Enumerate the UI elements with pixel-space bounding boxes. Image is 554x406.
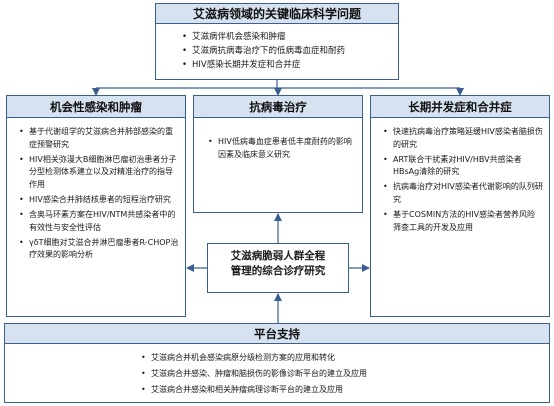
opportunistic-infection-box: 机会性感染和肿瘤 基于代谢组学的艾滋病合并肺部感染的重症预警研究 HIV相关弥漫… [6, 95, 186, 317]
opportunistic-infection-title: 机会性感染和肿瘤 [7, 96, 185, 118]
platform-support-box: 平台支持 艾滋病合并机会感染病原分级检测方案的应用和转化 艾滋病合并感染、肿瘤和… [4, 323, 550, 403]
list-item: ART联合干扰素对HIV/HBV共感染者HBsAg清除的研究 [383, 154, 543, 179]
list-item: γδT细胞对艾滋合并淋巴瘤患者R-CHOP治疗效果的影响分析 [19, 237, 179, 262]
list-item: 抗病毒治疗对HIV感染者代谢影响的队列研究 [383, 181, 543, 206]
list-item: HIV感染长期并发症和合并症 [182, 58, 398, 72]
key-questions-list: 艾滋病伴机会感染和肿瘤 艾滋病抗病毒治疗下的低病毒血症和耐药 HIV感染长期并发… [156, 24, 398, 72]
central-research-line2: 管理的综合诊疗研究 [230, 265, 326, 277]
list-item: HIV低病毒血症患者低丰度耐药的影响因素及临床意义研究 [208, 136, 356, 161]
list-item: 含奥马环素方案在HIV/NTM共感染者中的有效性与安全性评估 [19, 209, 179, 234]
antiviral-therapy-box: 抗病毒治疗 HIV低病毒血症患者低丰度耐药的影响因素及临床意义研究 [193, 95, 363, 213]
list-item: 艾滋病合并感染和相关肿瘤病理诊断平台的建立及应用 [141, 382, 549, 398]
opportunistic-infection-list: 基于代谢组学的艾滋病合并肺部感染的重症预警研究 HIV相关弥漫大B细胞淋巴瘤初治… [7, 118, 185, 262]
list-item: 基于COSMIN方法的HIV感染者营养风险筛查工具的开发及应用 [383, 209, 543, 234]
complications-box: 长期并发症和合并症 快速抗病毒治疗策略延缓HIV感染者脑损伤的研究 ART联合干… [370, 95, 550, 317]
platform-support-title: 平台支持 [5, 324, 549, 344]
list-item: HIV感染合并肺结核患者的短程治疗研究 [19, 194, 179, 207]
complications-list: 快速抗病毒治疗策略延缓HIV感染者脑损伤的研究 ART联合干扰素对HIV/HBV… [371, 118, 549, 234]
list-item: HIV相关弥漫大B细胞淋巴瘤初治患者分子分型检测体系建立以及对精准治疗的指导作用 [19, 154, 179, 192]
antiviral-therapy-list: HIV低病毒血症患者低丰度耐药的影响因素及临床意义研究 [194, 118, 362, 161]
list-item: 艾滋病合并感染、肿瘤和脑损伤的影像诊断平台的建立及应用 [141, 366, 549, 382]
central-research-line1: 艾滋病脆弱人群全程 [230, 250, 326, 262]
list-item: 艾滋病合并机会感染病原分级检测方案的应用和转化 [141, 350, 549, 366]
antiviral-therapy-title: 抗病毒治疗 [194, 96, 362, 118]
list-item: 基于代谢组学的艾滋病合并肺部感染的重症预警研究 [19, 126, 179, 151]
list-item: 快速抗病毒治疗策略延缓HIV感染者脑损伤的研究 [383, 126, 543, 151]
platform-support-list: 艾滋病合并机会感染病原分级检测方案的应用和转化 艾滋病合并感染、肿瘤和脑损伤的影… [5, 344, 549, 398]
central-research-box: 艾滋病脆弱人群全程 管理的综合诊疗研究 [207, 243, 349, 293]
key-questions-box: 艾滋病领域的关键临床科学问题 艾滋病伴机会感染和肿瘤 艾滋病抗病毒治疗下的低病毒… [155, 3, 399, 80]
complications-title: 长期并发症和合并症 [371, 96, 549, 118]
key-questions-title: 艾滋病领域的关键临床科学问题 [156, 4, 398, 24]
list-item: 艾滋病抗病毒治疗下的低病毒血症和耐药 [182, 44, 398, 58]
list-item: 艾滋病伴机会感染和肿瘤 [182, 30, 398, 44]
